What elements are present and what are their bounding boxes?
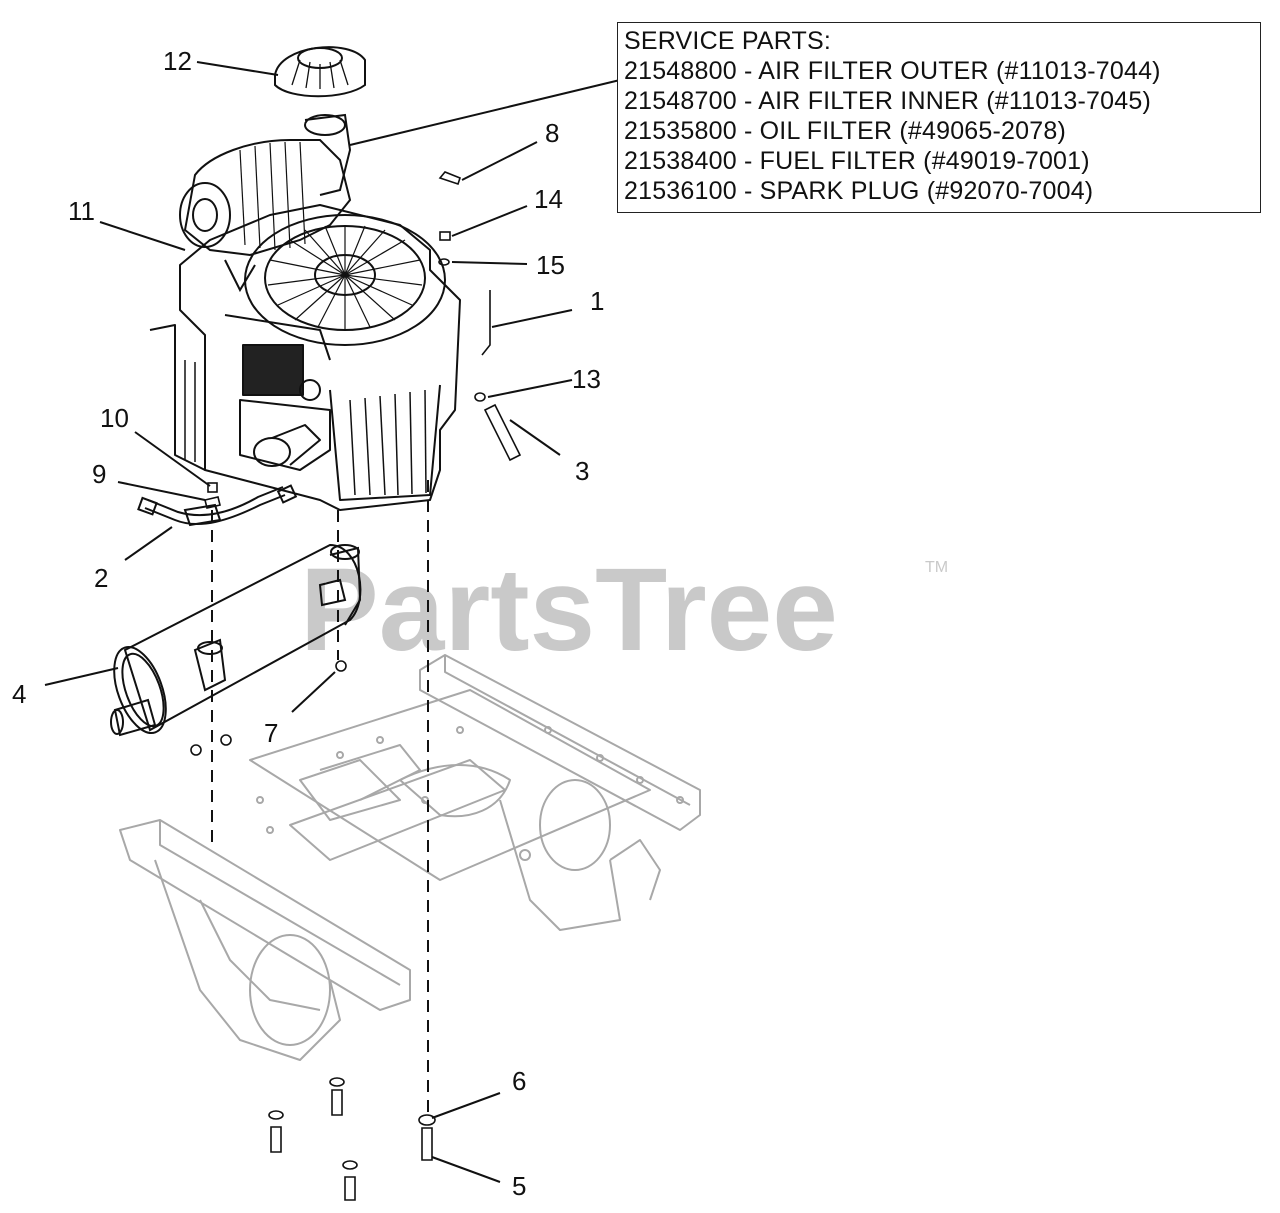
- service-part-line: 21536100 - SPARK PLUG (#92070-7004): [624, 177, 1094, 205]
- leader-lines: [44, 61, 621, 1183]
- callout-12: 12: [163, 46, 192, 76]
- service-parts-box: SERVICE PARTS: 21548800 - AIR FILTER OUT…: [617, 22, 1261, 213]
- air-filter-assembly: [179, 113, 352, 293]
- callout-numbers: 1 2 3 4 5 6 7 8 9 10 11 12 13 14 15: [12, 46, 604, 1201]
- service-parts-heading: SERVICE PARTS:: [624, 27, 832, 55]
- callout-4: 4: [12, 679, 26, 709]
- frame-assembly: [119, 654, 701, 1061]
- service-part-line: 21548700 - AIR FILTER INNER (#11013-7045…: [624, 87, 1151, 115]
- callout-10: 10: [100, 403, 129, 433]
- callout-8: 8: [545, 118, 559, 148]
- muffler: [110, 543, 362, 737]
- callout-7: 7: [264, 718, 278, 748]
- filter-cap: [274, 46, 366, 98]
- watermark-tm: TM: [925, 559, 948, 576]
- callout-6: 6: [512, 1066, 526, 1096]
- callout-3: 3: [575, 456, 589, 486]
- watermark-text: PartsTree: [300, 544, 838, 676]
- callout-11: 11: [68, 196, 95, 226]
- callout-14: 14: [534, 184, 563, 214]
- callout-5: 5: [512, 1171, 526, 1201]
- callout-15: 15: [536, 250, 565, 280]
- callout-9: 9: [92, 459, 106, 489]
- engine-assembly: [149, 204, 461, 511]
- fuel-hose: [137, 484, 298, 527]
- service-part-line: 21538400 - FUEL FILTER (#49019-7001): [624, 147, 1090, 175]
- alignment-lines: [211, 480, 429, 1120]
- hardware: [190, 171, 522, 1201]
- callout-1: 1: [590, 286, 604, 316]
- service-part-line: 21548800 - AIR FILTER OUTER (#11013-7044…: [624, 57, 1161, 85]
- callout-13: 13: [572, 364, 601, 394]
- service-part-line: 21535800 - OIL FILTER (#49065-2078): [624, 117, 1066, 145]
- callout-2: 2: [94, 563, 108, 593]
